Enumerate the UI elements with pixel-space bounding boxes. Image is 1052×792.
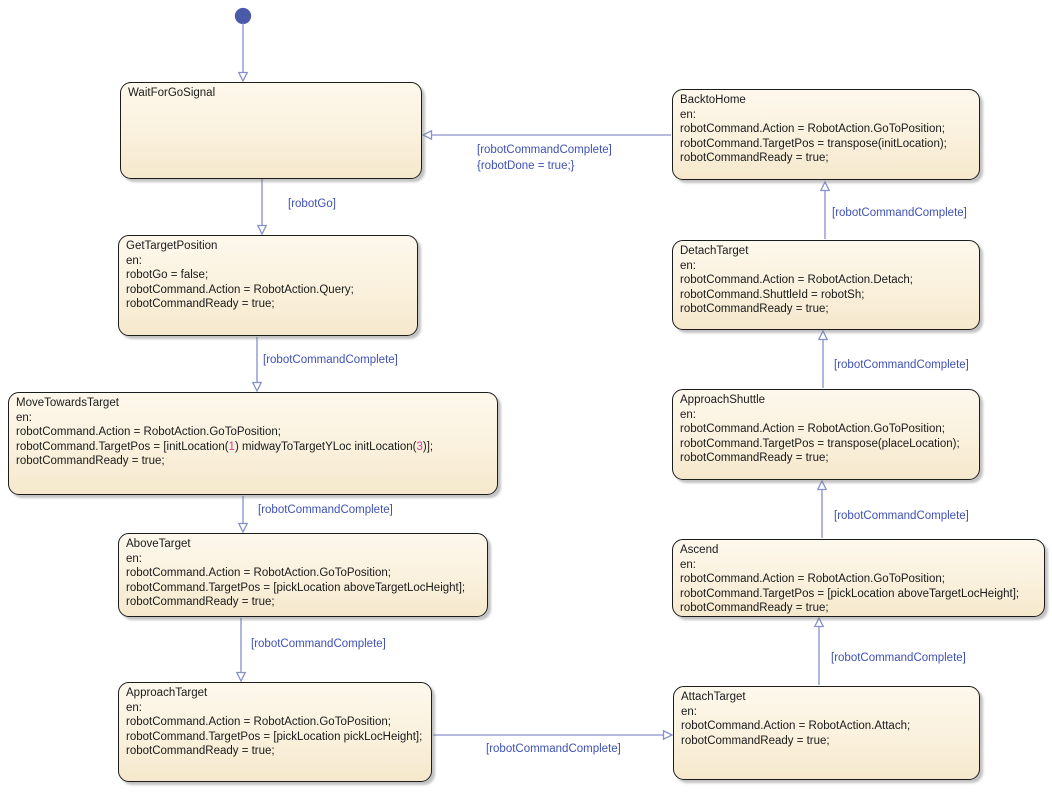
state-ascend[interactable]: Ascend en: robotCommand.Action = RobotAc… bbox=[672, 539, 1045, 617]
transition-label-above-to-approach[interactable]: [robotCommandComplete] bbox=[251, 638, 386, 650]
transition-label-ascend-to-shuttle[interactable]: [robotCommandComplete] bbox=[834, 510, 969, 522]
state-code-line: en: bbox=[680, 408, 696, 421]
state-title: ApproachTarget bbox=[126, 687, 208, 699]
state-code-line: robotCommand.Action = RobotAction.Attach… bbox=[681, 720, 911, 733]
arrowhead-down-icon bbox=[251, 381, 263, 393]
state-code-line: robotCommand.TargetPos = [pickLocation p… bbox=[126, 730, 423, 743]
transition-action: {robotDone = true;} bbox=[477, 159, 575, 172]
state-code-line: robotCommand.TargetPos = transpose(place… bbox=[680, 437, 960, 450]
state-back-to-home[interactable]: BacktoHome en: robotCommand.Action = Rob… bbox=[672, 89, 980, 180]
state-detach-target[interactable]: DetachTarget en: robotCommand.Action = R… bbox=[672, 240, 980, 330]
arrowhead-down-icon bbox=[235, 671, 247, 683]
number-literal: 1 bbox=[228, 440, 235, 453]
state-title: Ascend bbox=[680, 544, 719, 556]
transition-label-approach-to-attach[interactable]: [robotCommandComplete] bbox=[486, 743, 621, 755]
arrowhead-right-icon bbox=[662, 729, 674, 741]
arrowhead-up-icon bbox=[817, 329, 829, 341]
state-code-line: robotCommand.Action = RobotAction.GoToPo… bbox=[16, 426, 281, 439]
state-wait-for-go-signal[interactable]: WaitForGoSignal bbox=[120, 82, 422, 179]
state-code-line: en: bbox=[681, 705, 697, 718]
transition-guard: [robotCommandComplete] bbox=[477, 144, 612, 156]
transition-attach-to-ascend[interactable] bbox=[813, 616, 825, 685]
state-code-line: robotCommand.TargetPos = [initLocation(1… bbox=[16, 440, 434, 453]
state-title: DetachTarget bbox=[680, 245, 749, 257]
state-title: BacktoHome bbox=[680, 94, 746, 106]
transition-get-to-move[interactable] bbox=[251, 337, 263, 393]
arrowhead-down-icon bbox=[237, 522, 249, 534]
state-code-line: robotCommand.TargetPos = transpose(initL… bbox=[680, 137, 947, 150]
initial-point[interactable] bbox=[234, 7, 252, 25]
transition-label-get-to-move[interactable]: [robotCommandComplete] bbox=[263, 354, 398, 366]
state-code-line: en: bbox=[680, 558, 696, 571]
transition-label-back-to-wait[interactable]: [robotCommandComplete] {robotDone = true… bbox=[477, 143, 612, 174]
state-code-line: robotCommandReady = true; bbox=[126, 298, 275, 311]
transition-back-to-wait[interactable] bbox=[421, 129, 671, 141]
state-code-line: robotCommand.ShuttleId = robotSh; bbox=[680, 288, 865, 301]
state-code-line: robotCommand.Action = RobotAction.GoToPo… bbox=[126, 567, 391, 580]
transition-move-to-above[interactable] bbox=[237, 496, 249, 534]
state-code-line: robotCommandReady = true; bbox=[680, 152, 829, 165]
state-code-line: en: bbox=[680, 259, 696, 272]
state-attach-target[interactable]: AttachTarget en: robotCommand.Action = R… bbox=[673, 686, 980, 780]
transition-wait-to-get[interactable] bbox=[256, 179, 268, 236]
state-code-line: robotCommand.Action = RobotAction.GoToPo… bbox=[680, 123, 945, 136]
state-code-line: robotCommandReady = true; bbox=[126, 596, 275, 609]
transition-label-move-to-above[interactable]: [robotCommandComplete] bbox=[258, 504, 393, 516]
state-code-line: en: bbox=[126, 552, 142, 565]
transition-detach-to-back[interactable] bbox=[819, 180, 831, 239]
default-transition[interactable] bbox=[234, 7, 252, 83]
transition-shuttle-to-detach[interactable] bbox=[817, 329, 829, 388]
state-code-line: robotGo = false; bbox=[126, 269, 209, 282]
arrowhead-down-icon bbox=[256, 224, 268, 236]
state-code-line: robotCommand.Action = RobotAction.Query; bbox=[126, 283, 354, 296]
state-title: ApproachShuttle bbox=[680, 394, 766, 406]
transition-label-wait-to-get[interactable]: [robotGo] bbox=[288, 198, 336, 210]
arrowhead-left-icon bbox=[421, 129, 433, 141]
transition-above-to-approach[interactable] bbox=[235, 618, 247, 683]
state-code-line: robotCommandReady = true; bbox=[680, 602, 829, 615]
state-approach-target[interactable]: ApproachTarget en: robotCommand.Action =… bbox=[118, 682, 432, 782]
transition-approach-to-attach[interactable] bbox=[433, 729, 674, 741]
arrowhead-up-icon bbox=[816, 479, 828, 491]
state-code-line: en: bbox=[126, 701, 142, 714]
state-code-line: robotCommand.Action = RobotAction.GoToPo… bbox=[680, 423, 945, 436]
arrowhead-up-icon bbox=[819, 180, 831, 192]
transition-label-shuttle-to-detach[interactable]: [robotCommandComplete] bbox=[834, 359, 969, 371]
state-title: GetTargetPosition bbox=[126, 240, 218, 252]
state-code-line: robotCommandReady = true; bbox=[681, 734, 830, 747]
state-code-line: robotCommandReady = true; bbox=[126, 745, 275, 758]
state-code-line: en: bbox=[16, 411, 32, 424]
state-code-line: robotCommandReady = true; bbox=[16, 455, 165, 468]
state-code-line: robotCommand.TargetPos = [pickLocation a… bbox=[680, 587, 1020, 600]
state-title: AttachTarget bbox=[681, 691, 746, 703]
transition-label-attach-to-ascend[interactable]: [robotCommandComplete] bbox=[831, 652, 966, 664]
state-code-line: en: bbox=[680, 108, 696, 121]
state-above-target[interactable]: AboveTarget en: robotCommand.Action = Ro… bbox=[118, 533, 488, 617]
state-title: WaitForGoSignal bbox=[128, 87, 216, 99]
transition-ascend-to-shuttle[interactable] bbox=[816, 479, 828, 538]
state-code-line: robotCommand.Action = RobotAction.Detach… bbox=[680, 274, 913, 287]
state-code-line: robotCommandReady = true; bbox=[680, 303, 829, 316]
state-code-line: robotCommand.Action = RobotAction.GoToPo… bbox=[680, 573, 945, 586]
state-move-towards-target[interactable]: MoveTowardsTarget en: robotCommand.Actio… bbox=[8, 392, 498, 495]
state-get-target-position[interactable]: GetTargetPosition en: robotGo = false; r… bbox=[118, 235, 418, 336]
transition-label-detach-to-back[interactable]: [robotCommandComplete] bbox=[832, 207, 967, 219]
state-code-line: robotCommandReady = true; bbox=[680, 452, 829, 465]
state-code-line: robotCommand.TargetPos = [pickLocation a… bbox=[126, 581, 466, 594]
state-approach-shuttle[interactable]: ApproachShuttle en: robotCommand.Action … bbox=[672, 389, 980, 480]
number-literal: 3 bbox=[416, 440, 423, 453]
arrowhead-up-icon bbox=[813, 616, 825, 628]
state-code-line: en: bbox=[126, 254, 142, 267]
state-code-line: robotCommand.Action = RobotAction.GoToPo… bbox=[126, 716, 391, 729]
state-title: MoveTowardsTarget bbox=[16, 397, 119, 409]
state-title: AboveTarget bbox=[126, 538, 191, 550]
arrowhead-down-icon bbox=[237, 71, 249, 83]
